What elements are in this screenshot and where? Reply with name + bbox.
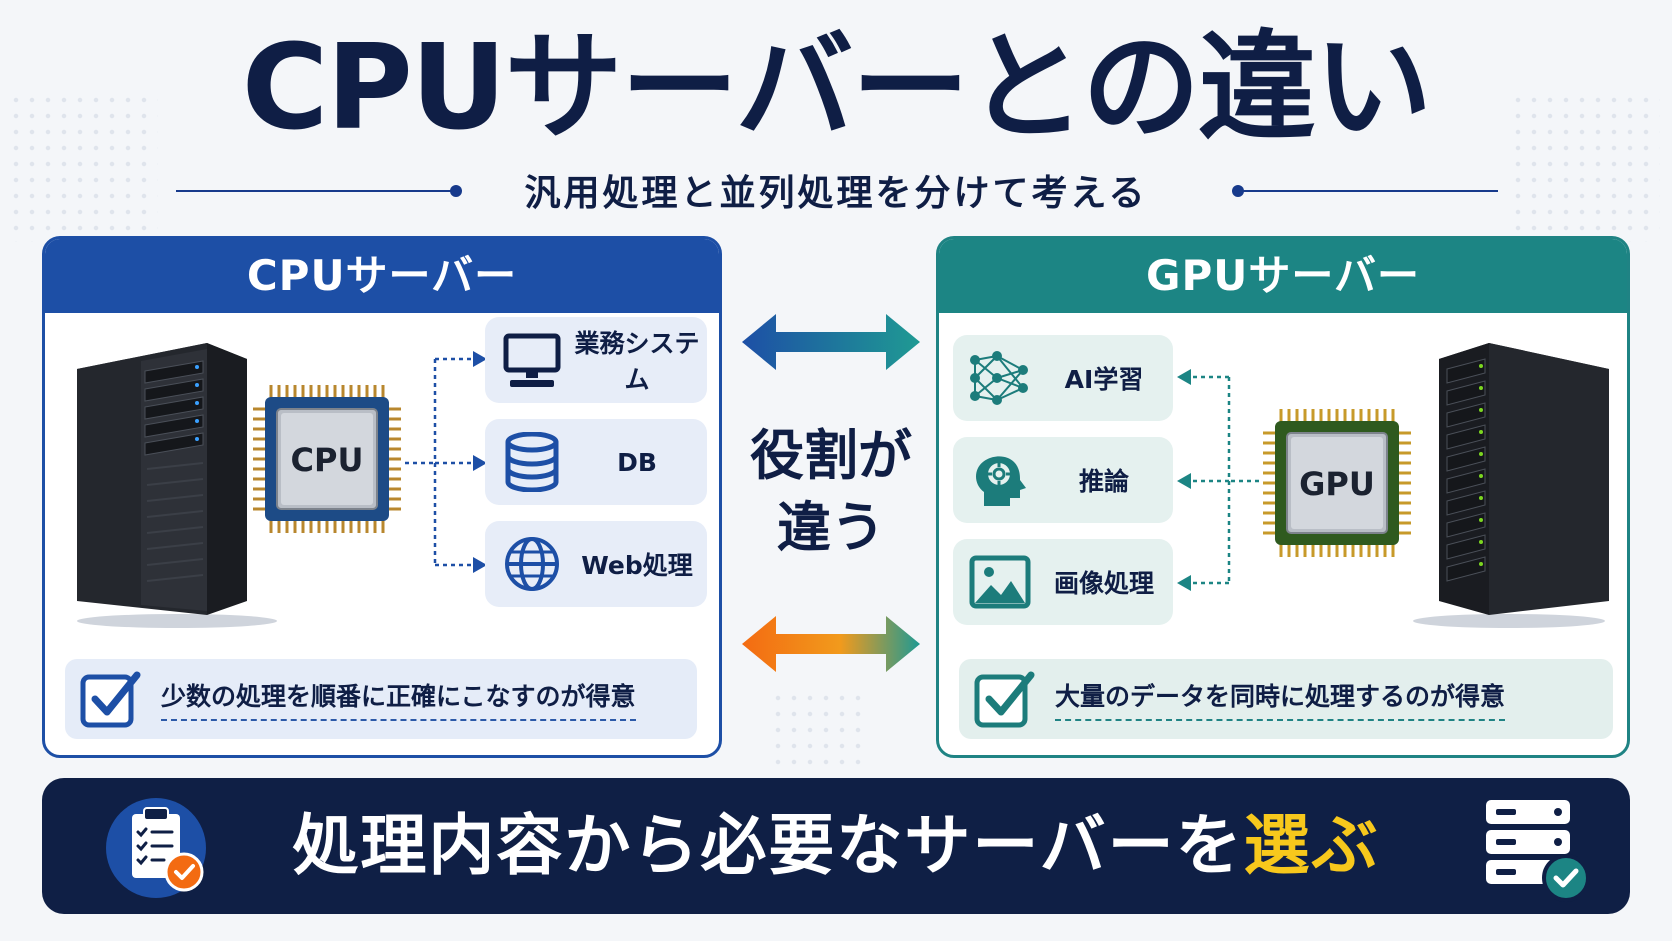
cpu-item-label: 業務システム: [574, 329, 700, 394]
conclusion-text: 処理内容から必要なサーバーを選ぶ: [222, 778, 1450, 914]
server-check-icon: [1486, 800, 1590, 902]
clipboard-checklist-icon: [106, 798, 206, 898]
cpu-chip-icon: [253, 385, 401, 533]
gpu-chip-label: GPU: [1299, 465, 1375, 503]
image-icon: [965, 547, 1035, 617]
gpu-item-label: AI学習: [1064, 365, 1144, 394]
gpu-item-inference: 推論: [953, 437, 1173, 523]
gpu-strength-note: 大量のデータを同時に処理するのが得意: [959, 659, 1613, 739]
cpu-item-web: Web処理: [485, 521, 707, 607]
cpu-connector-lines: [405, 351, 487, 573]
subtitle-dot-right: [1232, 185, 1244, 197]
cpu-item-business-system: 業務システム: [485, 317, 707, 403]
subtitle-dot-left: [450, 185, 462, 197]
checkbox-check-icon: [974, 671, 1035, 728]
page-title: CPUサーバーとの違い: [241, 18, 1433, 156]
gpu-item-image-processing: 画像処理: [953, 539, 1173, 625]
conclusion-text-main: 処理内容から必要なサーバーを: [292, 807, 1244, 884]
subtitle-line-left: [176, 190, 454, 192]
cpu-panel-title: CPUサーバー: [45, 239, 719, 313]
conclusion-banner: 処理内容から必要なサーバーを選ぶ: [42, 778, 1630, 914]
center-message-line2: 違う: [777, 496, 885, 559]
center-message-line1: 役割が: [750, 424, 912, 487]
page-subtitle: 汎用処理と並列処理を分けて考える: [524, 173, 1148, 214]
cpu-note-text: 少数の処理を順番に正確にこなすのが得意: [161, 677, 636, 721]
double-arrow-blue-icon: [742, 314, 920, 370]
gpu-chip-icon: [1263, 409, 1411, 557]
gpu-item-label: 推論: [1078, 467, 1129, 496]
cpu-server-tower-icon: [77, 343, 277, 628]
gpu-item-label: 画像処理: [1053, 569, 1154, 598]
cpu-panel: CPUサーバー: [42, 236, 722, 758]
background-dots-center: [770, 690, 870, 770]
cpu-item-db: DB: [485, 419, 707, 505]
globe-icon: [497, 529, 567, 599]
cpu-item-label: DB: [617, 447, 657, 477]
neural-network-icon: [965, 343, 1035, 413]
checkbox-check-icon: [80, 671, 141, 728]
double-arrow-orange-icon: [742, 616, 920, 672]
cpu-strength-note: 少数の処理を順番に正確にこなすのが得意: [65, 659, 697, 739]
monitor-icon: [497, 325, 567, 395]
background-dots-left: [8, 92, 158, 242]
cpu-chip-label: CPU: [290, 441, 364, 479]
center-message: 役割が 違う: [736, 420, 926, 564]
subtitle-line-right: [1240, 190, 1498, 192]
gpu-panel-title: GPUサーバー: [939, 239, 1627, 313]
brain-head-icon: [965, 445, 1035, 515]
database-icon: [497, 427, 567, 497]
gpu-connector-lines: [1177, 369, 1259, 591]
conclusion-text-highlight: 選ぶ: [1243, 807, 1380, 884]
gpu-item-ai-training: AI学習: [953, 335, 1173, 421]
background-dots-right: [1510, 92, 1660, 242]
gpu-note-text: 大量のデータを同時に処理するのが得意: [1055, 677, 1506, 721]
gpu-server-tower-icon: [1413, 343, 1609, 628]
cpu-item-label: Web処理: [581, 551, 693, 580]
gpu-panel: GPUサーバー AI学習: [936, 236, 1630, 758]
